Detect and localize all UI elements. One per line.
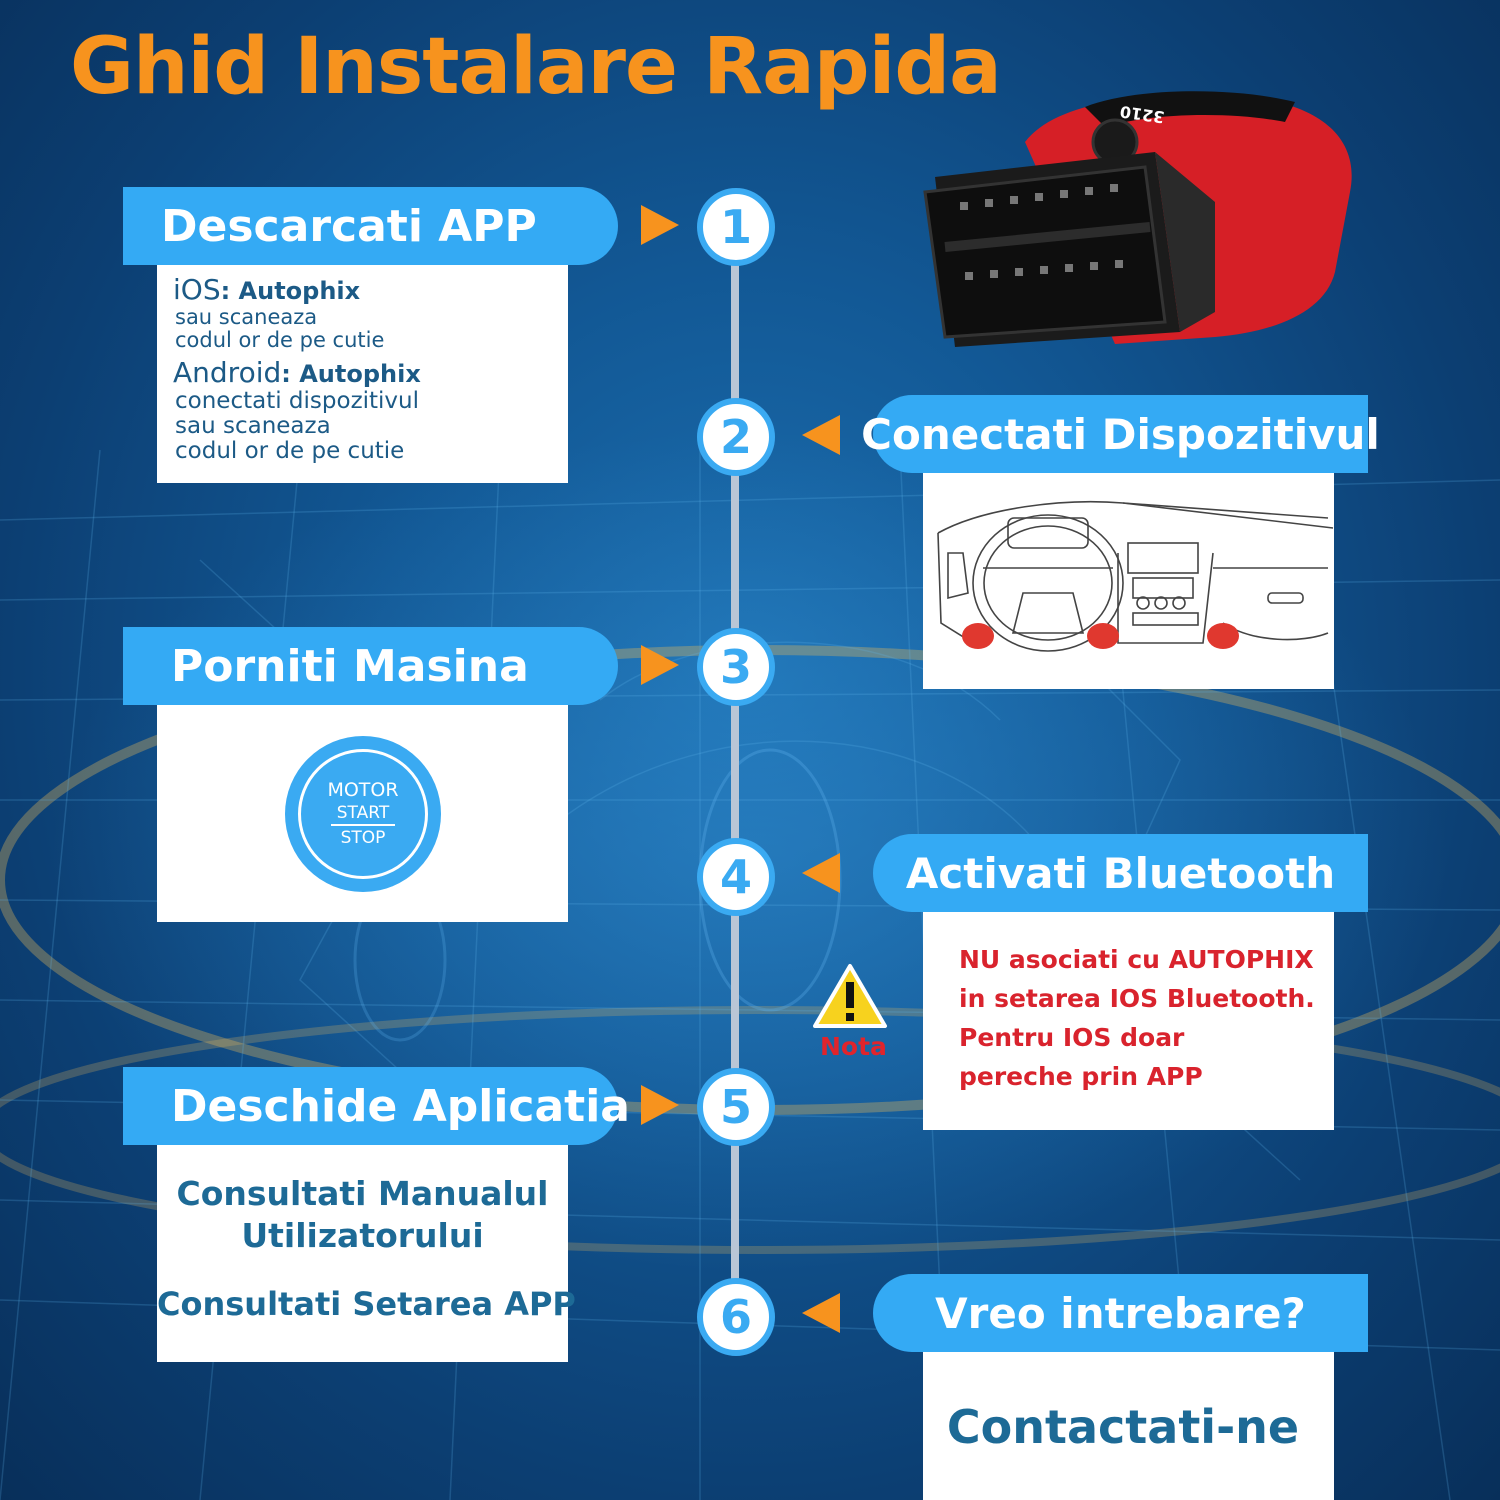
dashboard-diagram-image [937,500,1334,652]
step-6-number: 6 [697,1278,775,1356]
contact-link[interactable]: Contactati-ne [946,1400,1300,1454]
page-title: Ghid Instalare Rapida [70,22,1002,112]
arrow-right-icon [641,1085,679,1125]
ios-label: iOS [173,273,221,306]
start-button-line-2: START [330,802,396,826]
bluetooth-note-line-3: Pentru IOS doar [959,1023,1185,1052]
arrow-right-icon [641,205,679,245]
step-2-label: Conectati Dispozitivul [861,409,1380,459]
bluetooth-note-line-4: pereche prin APP [959,1062,1203,1091]
dashboard-panel [923,473,1334,689]
bluetooth-note-line-1: NU asociati cu AUTOPHIX [959,945,1314,974]
step-1-banner: Descarcati APP [123,187,618,265]
ios-instruction-2: codul or de pe cutie [175,328,385,352]
step-2-number: 2 [697,398,775,476]
manual-line-1: Consultati Manualul [176,1174,549,1213]
step-5-label: Deschide Aplicatia [171,1080,630,1132]
download-app-panel: iOS: Autophix sau scaneaza codul or de p… [157,265,568,483]
bluetooth-note-line-2: in setarea IOS Bluetooth. [959,984,1315,1013]
step-2-banner: Conectati Dispozitivul [861,395,1380,473]
obd-device-image: 3210 [923,91,1352,347]
step-4-banner: Activati Bluetooth [873,834,1368,912]
android-instruction-1: conectati dispozitivul [175,388,420,414]
android-instruction-2: sau scaneaza [175,413,331,439]
step-5-banner: Deschide Aplicatia [123,1067,630,1145]
android-instruction-3: codul or de pe cutie [175,438,405,464]
warning-label: Nota [820,1032,887,1061]
arrow-left-icon [802,415,840,455]
arrow-left-icon [802,1293,840,1333]
app-settings-line: Consultati Setarea APP [157,1285,576,1323]
step-1-label: Descarcati APP [161,200,537,252]
android-app-name: : Autophix [281,360,421,388]
step-3-label: Porniti Masina [171,640,529,692]
arrow-right-icon [641,645,679,685]
step-1-number: 1 [697,188,775,266]
step-4-number: 4 [697,838,775,916]
bluetooth-note-panel: NU asociati cu AUTOPHIX in setarea IOS B… [923,912,1334,1130]
start-button-line-1: MOTOR [327,779,399,801]
start-stop-button-icon: MOTOR START STOP [285,736,441,892]
open-app-panel: Consultati Manualul Utilizatorului Consu… [157,1145,576,1362]
timeline-line [731,260,739,1300]
step-6-banner: Vreo intrebare? [873,1274,1368,1352]
ios-instruction-1: sau scaneaza [175,305,318,329]
step-3-number: 3 [697,628,775,706]
ios-app-name: : Autophix [220,277,361,305]
warning-icon [813,964,887,1028]
step-4-label: Activati Bluetooth [905,848,1336,898]
contact-panel: Contactati-ne [923,1352,1334,1500]
android-label: Android [173,356,282,389]
start-engine-panel: MOTOR START STOP [157,705,568,922]
step-6-label: Vreo intrebare? [935,1288,1306,1338]
step-3-banner: Porniti Masina [123,627,618,705]
step-5-number: 5 [697,1068,775,1146]
manual-line-2: Utilizatorului [241,1216,484,1255]
arrow-left-icon [802,853,840,893]
start-button-line-3: STOP [340,828,386,848]
